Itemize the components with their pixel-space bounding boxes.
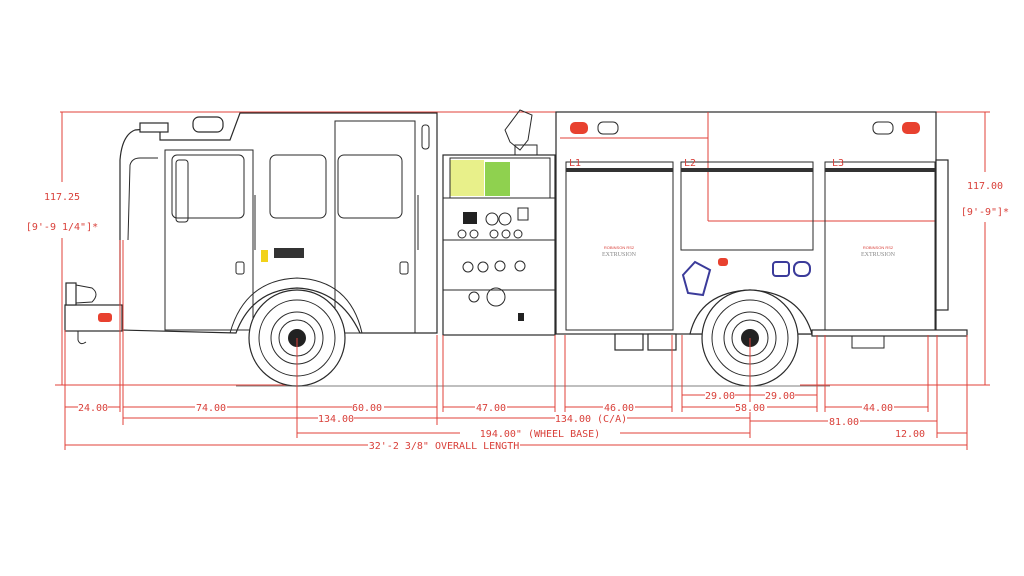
extrusion-tag: ROBINSON RS2 xyxy=(604,245,635,250)
dim-wheel-well: 58.00 xyxy=(735,403,765,414)
upper-warning-light-1 xyxy=(570,122,588,134)
dim-wheelbase: 194.00" (WHEEL BASE) xyxy=(480,429,600,440)
upper-warning-light-2 xyxy=(902,122,920,134)
dim-wheel-half-rear: 29.00 xyxy=(765,391,795,402)
cab xyxy=(119,112,438,334)
compartment-l2[interactable]: L2 xyxy=(680,158,814,297)
dim-rear-overhang: 81.00 xyxy=(829,417,859,428)
compartment-l1[interactable]: L1 ROBINSON RS2 EXTRUSION xyxy=(565,158,674,331)
extrusion-label: EXTRUSION xyxy=(602,252,637,258)
rear-height-feet: [9'-9"]* xyxy=(961,207,1009,218)
dim-cab-length: 134.00 xyxy=(318,414,354,425)
compartment-label: L1 xyxy=(569,158,581,169)
dim-tailboard: 12.00 xyxy=(895,429,925,440)
tank-gauge-1 xyxy=(450,160,467,196)
tank-gauge-3 xyxy=(485,162,510,196)
dim-pump-panel: 47.00 xyxy=(476,403,506,414)
dim-l1-width: 46.00 xyxy=(604,403,634,414)
dim-cab-to-axle: 134.00 (C/A) xyxy=(555,414,627,425)
front-bumper xyxy=(64,282,123,345)
dim-wheel-half-front: 29.00 xyxy=(705,391,735,402)
tank-gauge-2 xyxy=(467,160,484,196)
yellow-marker xyxy=(261,250,268,262)
height-dimension-front: 117.25 [9'-9 1/4"]* xyxy=(26,111,560,386)
front-marker-light xyxy=(98,313,112,322)
deck-gun xyxy=(504,109,533,151)
light-bar xyxy=(139,122,169,133)
rear-height-value: 117.00 xyxy=(967,181,1003,192)
cab-rear-window-1 xyxy=(269,154,327,219)
cab-rear-window-2 xyxy=(337,154,403,219)
dim-overall-length: 32'-2 3/8" OVERALL LENGTH xyxy=(369,441,520,452)
compartment-label: L3 xyxy=(832,158,844,169)
dim-axle-to-cab-rear: 60.00 xyxy=(352,403,382,414)
extension-lines xyxy=(64,240,968,450)
dim-l3-width: 44.00 xyxy=(863,403,893,414)
extrusion-tag: ROBINSON RS2 xyxy=(863,245,894,250)
front-height-feet: [9'-9 1/4"]* xyxy=(26,222,98,233)
dimension-rows: ​ 29.00 29.00 24.00 74.00 60.00 47.00 46… xyxy=(65,390,967,452)
cab-front-window xyxy=(171,154,245,219)
pump-panel xyxy=(442,109,556,336)
dim-front-overhang: 24.00 xyxy=(78,403,108,414)
mirror xyxy=(175,159,189,223)
siren-speaker xyxy=(192,116,224,133)
front-height-value: 117.25 xyxy=(44,192,80,203)
dim-front-axle-to-cab: 74.00 xyxy=(196,403,226,414)
extrusion-label: EXTRUSION xyxy=(861,252,896,258)
height-dimension-rear: 117.00 [9'-9"]* xyxy=(800,111,1009,386)
compartment-label: L2 xyxy=(684,158,696,169)
vent-grille xyxy=(274,248,304,258)
